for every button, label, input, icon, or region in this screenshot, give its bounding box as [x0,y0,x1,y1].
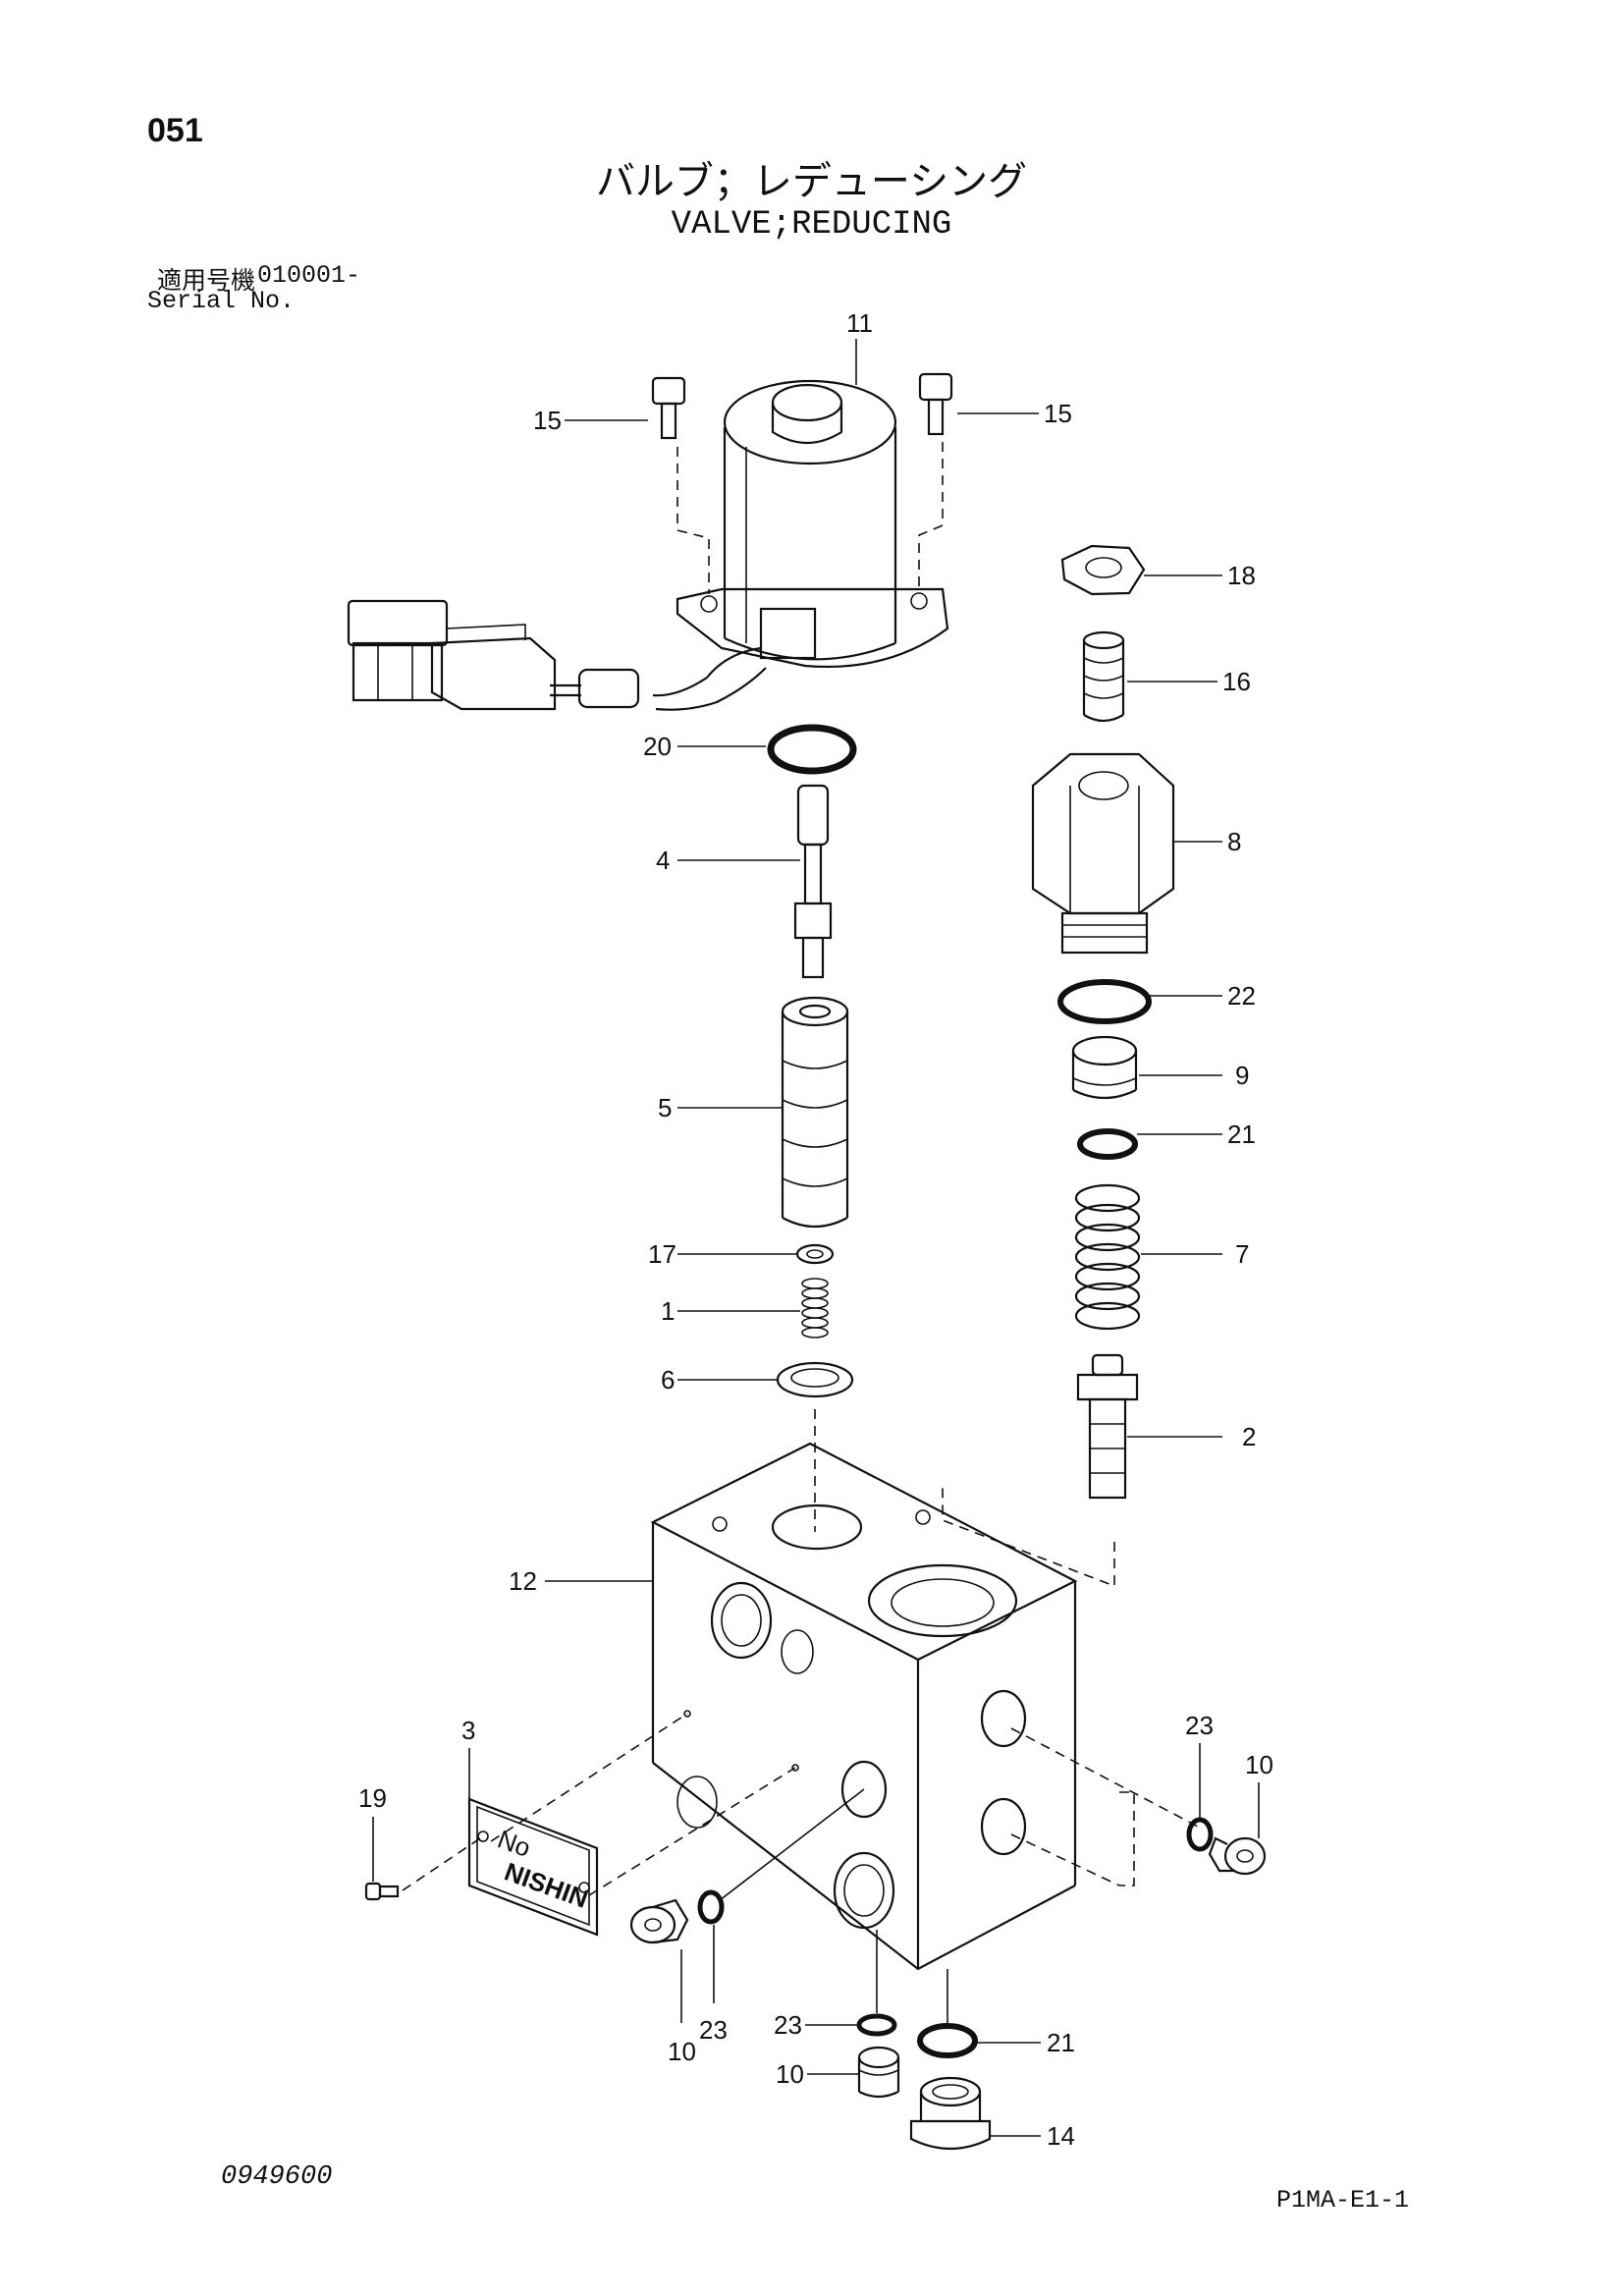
adjusting-screw-part-16 [1082,630,1125,723]
callout-17: 17 [648,1239,676,1269]
washer-part-17 [795,1243,835,1265]
o-ring-part-21-upper [1077,1128,1138,1160]
callout-23-bottom: 23 [774,2010,802,2040]
callout-numbers: 11 15 15 18 16 20 8 4 22 9 5 21 17 7 1 6… [358,308,1273,2151]
nut-part-18 [1060,544,1146,596]
callout-4: 4 [656,846,670,875]
poppet-part-2 [1076,1353,1139,1500]
callout-5: 5 [658,1093,672,1122]
callout-14: 14 [1047,2121,1075,2151]
plug-part-14 [909,2076,992,2151]
title-english: VALVE;REDUCING [671,206,952,244]
bolt-part-15-left [651,376,710,594]
valve-body-part-12 [650,1442,1078,1971]
callout-6: 6 [661,1365,675,1394]
bolt-part-15-right [918,372,953,589]
o-ring-part-23-right [1186,1817,1214,1852]
plug-part-10-bottom [857,2046,900,2099]
nameplate-text-brand: NISHIN [501,1856,592,1913]
piston-part-9 [1071,1035,1138,1100]
callout-7: 7 [1235,1239,1249,1269]
sleeve-part-5 [781,996,849,1228]
callout-23-right: 23 [1185,1711,1214,1740]
callout-11: 11 [846,308,873,338]
figure-code: P1MA-E1-1 [1276,2186,1410,2214]
callout-18: 18 [1227,561,1256,590]
page-number: 051 [147,112,203,149]
spring-part-1 [801,1278,829,1339]
callout-10-left: 10 [668,2037,696,2066]
callout-1: 1 [661,1296,675,1326]
spring-part-7 [1074,1183,1141,1331]
callout-15-right: 15 [1044,399,1072,428]
callout-8: 8 [1227,827,1241,856]
plug-part-10-right [1208,1836,1267,1876]
plug-part-10-left [629,1898,689,1944]
serial-label-japanese: 適用号機 [157,266,256,295]
screw-part-19 [364,1882,400,1901]
callout-10-bottom: 10 [776,2059,804,2089]
serial-label-english: Serial No. [147,287,296,315]
callout-12: 12 [509,1566,537,1596]
plug-part-8 [1031,752,1175,955]
nameplate-part-3: No NISHIN [467,1797,599,1937]
o-ring-part-23-left [697,1889,725,1925]
callout-15-left: 15 [533,406,562,435]
callout-3: 3 [461,1716,475,1745]
callout-21-upper: 21 [1227,1120,1256,1149]
callout-10-right: 10 [1245,1750,1273,1779]
document-number: 0949600 [221,2162,333,2192]
leader-lines [372,339,1260,2137]
title-japanese: バルブ；レデューシング [595,159,1028,204]
callout-20: 20 [643,732,672,761]
o-ring-part-22 [1057,979,1152,1024]
serial-value: 010001- [257,261,361,290]
callout-19: 19 [358,1783,387,1813]
callout-22: 22 [1227,981,1256,1011]
o-ring-part-23-bottom [856,2013,897,2037]
o-ring-part-20 [767,724,857,775]
callout-21-bottom: 21 [1047,2028,1075,2057]
callout-2: 2 [1242,1422,1256,1451]
seat-part-6 [776,1361,854,1398]
spool-part-4 [793,784,833,979]
callout-23-left: 23 [699,2015,728,2045]
o-ring-part-21-bottom [917,2023,978,2058]
callout-9: 9 [1235,1061,1249,1090]
solenoid-part-11 [347,379,949,711]
callout-16: 16 [1222,667,1251,696]
